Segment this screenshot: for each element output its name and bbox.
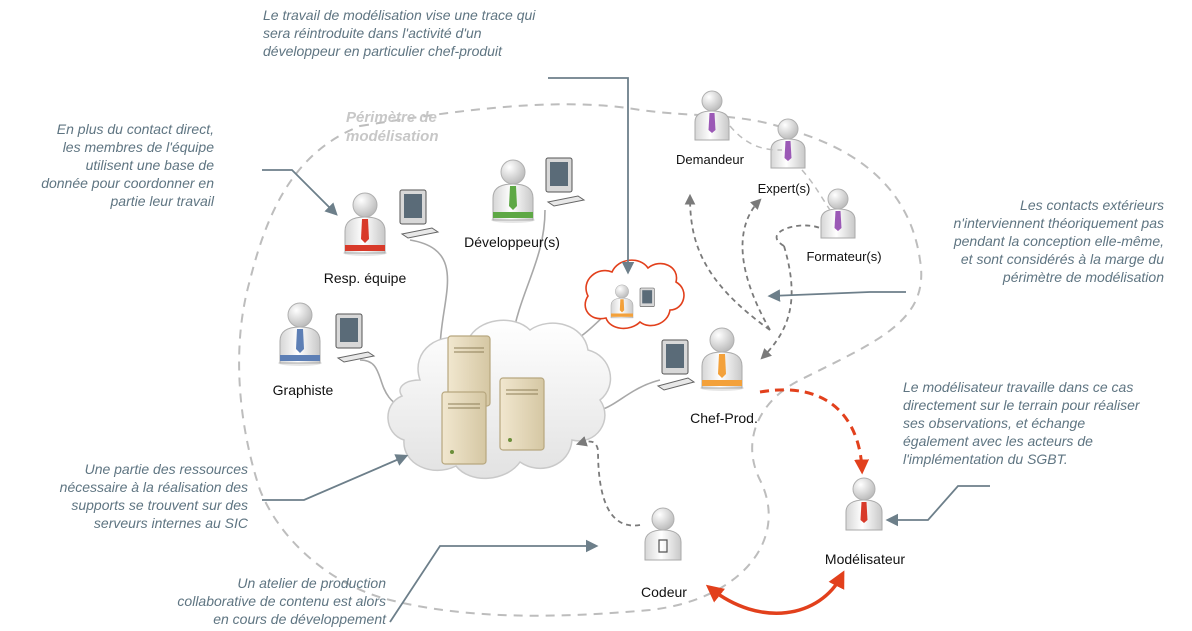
arrow-formateur-to-chef xyxy=(762,224,821,358)
server-icon xyxy=(441,391,487,465)
label-resp-equipe: Resp. équipe xyxy=(323,270,407,286)
computer-icon xyxy=(335,313,376,363)
arrow-chef-to-modelisateur xyxy=(759,388,870,475)
note-trace: Le travail de modélisation vise une trac… xyxy=(263,7,536,59)
computer-icon xyxy=(656,339,696,391)
demandeur-person-icon xyxy=(694,90,730,141)
computer-icon xyxy=(545,157,586,207)
label-chef-prod: Chef-Prod. xyxy=(690,410,758,426)
label-formateurs: Formateur(s) xyxy=(806,249,882,264)
chef-prod-person-icon xyxy=(700,327,744,391)
connector-atelier xyxy=(389,539,599,623)
note-contact-direct: En plus du contact direct, les membres d… xyxy=(41,121,214,209)
connector-ressources xyxy=(262,454,409,501)
computer-icon xyxy=(639,287,655,307)
server-cloud xyxy=(387,319,612,479)
label-developpeurs: Développeur(s) xyxy=(464,234,560,250)
expert-person-icon xyxy=(770,118,806,169)
modelisateur-person-icon xyxy=(845,477,883,531)
perimeter-title: Périmètre de modélisation xyxy=(346,109,439,145)
arrow-codeur-modelisateur-exchange xyxy=(705,570,845,615)
trace-person-icon xyxy=(610,284,634,319)
connector-trace xyxy=(548,77,635,275)
perimeter-dashed-outline xyxy=(238,103,923,617)
arrow-chef-to-demandeur xyxy=(684,193,771,331)
graphiste-person-icon xyxy=(278,302,322,366)
label-demandeur: Demandeur xyxy=(676,152,744,167)
resp-equipe-person-icon xyxy=(343,192,387,256)
server-icon xyxy=(499,377,545,451)
note-atelier: Un atelier de production collaborative d… xyxy=(177,575,386,627)
note-contacts-exterieurs: Les contacts extérieurs n'interviennent … xyxy=(953,197,1164,285)
developpeur-person-icon xyxy=(491,159,535,223)
connector-modelisateur xyxy=(885,485,990,527)
formateur-person-icon xyxy=(820,188,856,239)
link-resp-equipe xyxy=(409,239,449,351)
external-actors-link xyxy=(729,125,831,211)
connector-contact-direct xyxy=(262,169,338,216)
note-modelisateur: Le modélisateur travaille dans ce cas di… xyxy=(903,379,1140,467)
computer-icon xyxy=(399,189,440,239)
label-experts: Expert(s) xyxy=(757,181,811,196)
note-ressources: Une partie des ressources nécessaire à l… xyxy=(59,461,248,531)
arrow-chef-to-expert xyxy=(741,198,771,331)
arrow-codeur-to-cloud xyxy=(575,436,641,527)
trace-cloud xyxy=(584,259,685,330)
codeur-person-icon xyxy=(644,507,682,561)
label-codeur: Codeur xyxy=(641,584,687,600)
link-developpeur xyxy=(511,209,546,341)
connector-contacts-exterieurs xyxy=(767,289,906,302)
label-modelisateur: Modélisateur xyxy=(824,551,906,567)
label-graphiste: Graphiste xyxy=(272,382,334,398)
